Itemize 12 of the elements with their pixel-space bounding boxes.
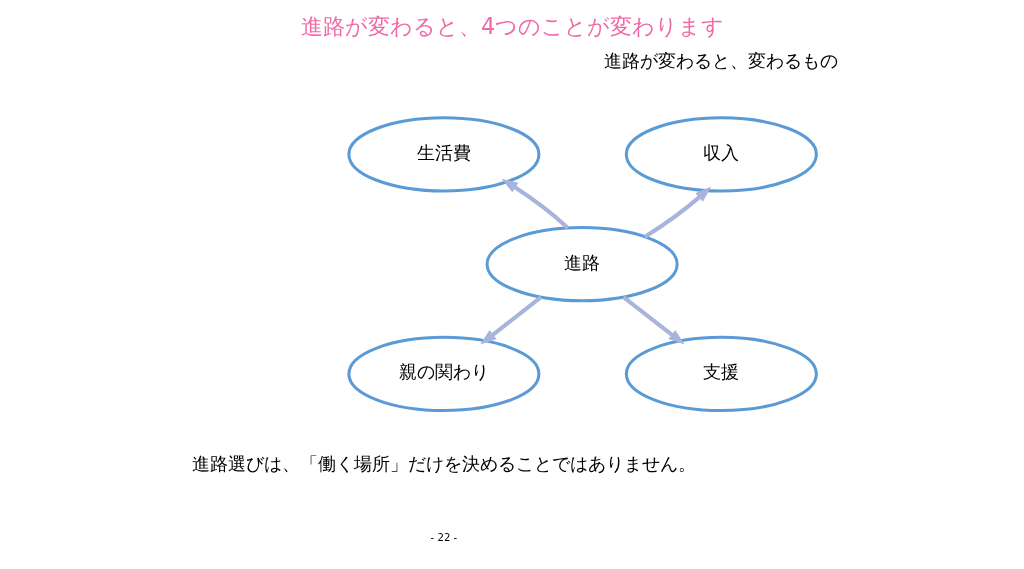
arrow [621, 295, 685, 345]
label: - 22 - [430, 532, 457, 544]
arrow [643, 186, 711, 239]
label: 進路選びは、「働く場所」だけを決めることではありません。 [191, 452, 696, 474]
label: 進路が変わると、変わるもの [603, 50, 838, 72]
arrow [479, 295, 542, 345]
diagram-title: 進路が変わると、4つのことが変わります [300, 13, 724, 40]
node-ellipse: 親の関わり [346, 335, 540, 413]
node-ellipse: 支援 [624, 335, 818, 413]
node-ellipse: 進路 [485, 226, 679, 303]
arrow [501, 178, 569, 230]
node-ellipse: 収入 [624, 116, 818, 193]
